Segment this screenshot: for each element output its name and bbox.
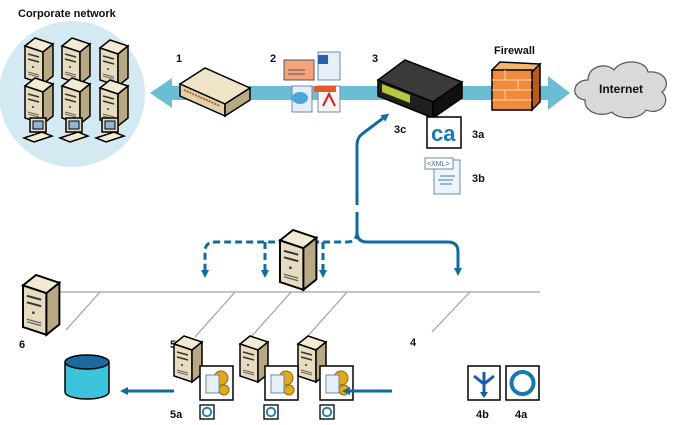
firewall-label: Firewall (494, 45, 535, 57)
ring-icon (505, 365, 540, 401)
database-icon (64, 354, 110, 400)
switch-icon (178, 67, 252, 118)
server-icon (22, 274, 61, 336)
label-5: 5 (170, 339, 176, 351)
firewall-icon (490, 61, 542, 112)
label-1: 1 (176, 53, 182, 65)
label-4a: 4a (515, 409, 528, 421)
split-arrow-icon (467, 365, 501, 401)
dashed-arrow-server-5a (201, 231, 359, 278)
ca-logo-icon: ca (426, 116, 462, 149)
label-3b: 3b (472, 173, 485, 185)
chat-doc-icon (291, 85, 313, 113)
control-flow-arrows (201, 113, 462, 278)
internet-label: Internet (599, 82, 643, 96)
label-4: 4 (410, 337, 417, 349)
server-icon (279, 229, 318, 291)
arrow-to-appliance (355, 113, 390, 205)
email-icon (283, 59, 315, 81)
server-icon (173, 335, 327, 383)
arrow-to-server-4 (355, 212, 462, 276)
label-2: 2 (270, 53, 276, 65)
label-5a: 5a (170, 409, 183, 421)
word-doc-icon (317, 51, 341, 81)
corporate-network-label: Corporate network (18, 8, 117, 20)
pdf-icon (314, 85, 341, 113)
xml-doc-icon: <XML> (424, 157, 461, 195)
workstation-icon (23, 117, 125, 143)
label-3c: 3c (394, 124, 406, 136)
ring-icon (199, 404, 335, 420)
label-3: 3 (372, 53, 378, 65)
label-3a: 3a (472, 129, 485, 141)
appliance-icon (376, 59, 464, 120)
config-doc-icon (199, 365, 354, 401)
svg-text:ca: ca (431, 121, 456, 146)
svg-text:<XML>: <XML> (427, 161, 450, 168)
network-bus (34, 291, 540, 338)
label-6: 6 (19, 339, 25, 351)
server-icon (24, 37, 129, 127)
label-4b: 4b (476, 409, 489, 421)
cloud-icon (574, 61, 667, 119)
